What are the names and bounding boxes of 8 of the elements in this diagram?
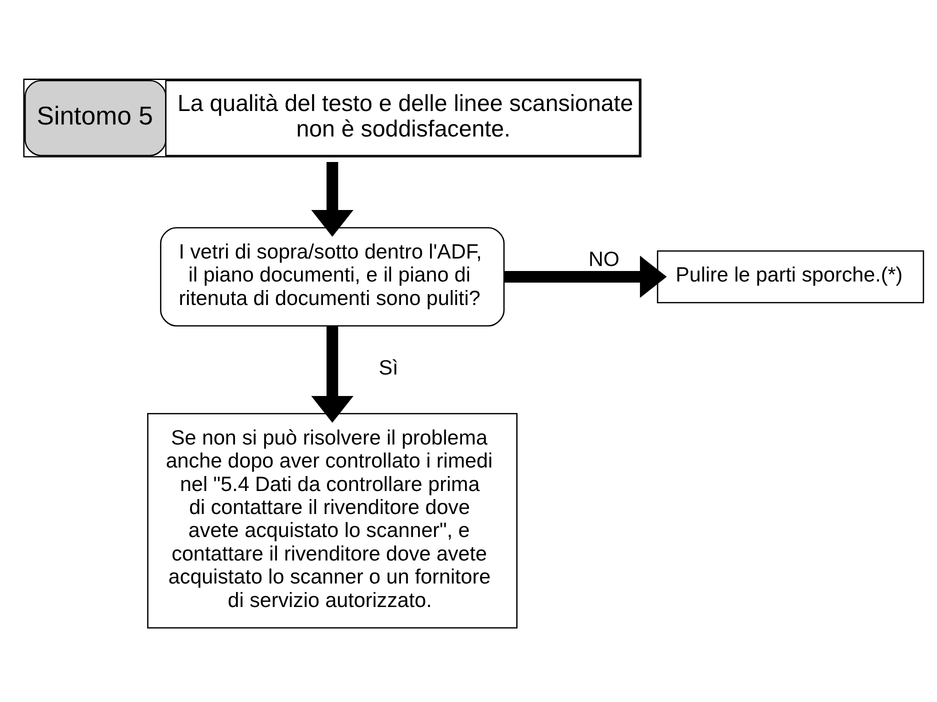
node-box: I vetri di sopra/sotto dentro l'ADF, il piano documenti, e il piano di ritenuta di documenti sono puliti? bbox=[160, 227, 505, 326]
arrow bbox=[311, 162, 354, 237]
arrow bbox=[311, 326, 354, 423]
node-box: Se non si può risolvere il problema anche dopo aver controllato i rimedi nel "5.4 Dati da controllare prima di contattare il rivenditore dove avete acquistato lo scanner", e contattare il rivenditore dove avete acquistato lo scanner o un fornitore di servizio autorizzato. bbox=[147, 412, 518, 628]
arrow bbox=[504, 256, 667, 298]
edge-label: Sì bbox=[378, 356, 398, 380]
edge-label: NO bbox=[588, 248, 620, 272]
node-box: Pulire le parti sporche.(*) bbox=[656, 250, 924, 304]
